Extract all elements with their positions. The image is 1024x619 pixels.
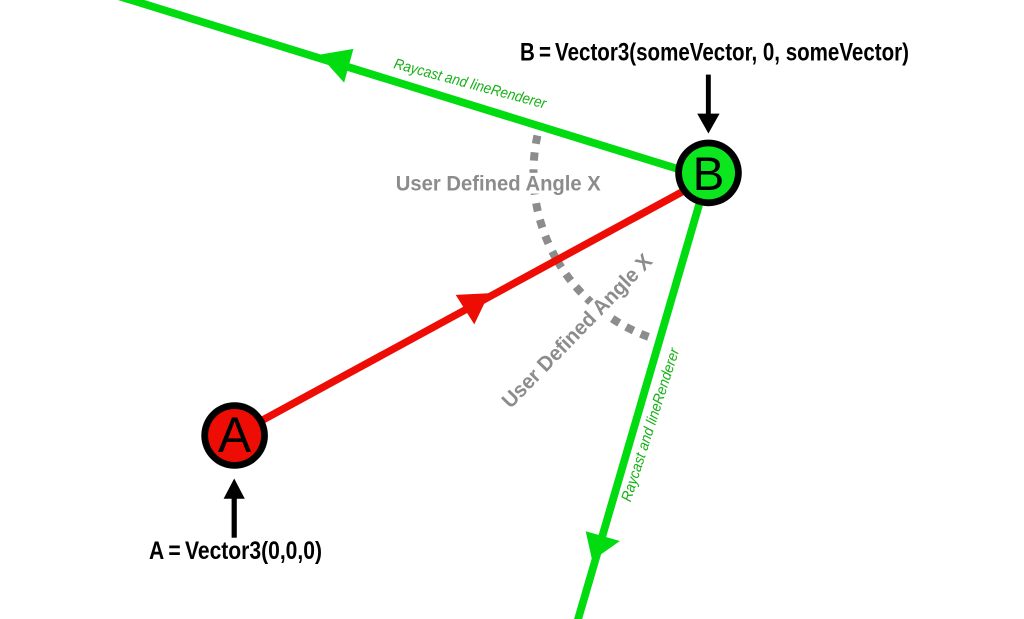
svg-text:User Defined Angle X: User Defined Angle X (396, 173, 601, 196)
svg-text:B = Vector3(someVector, 0, som: B = Vector3(someVector, 0, someVector) (520, 40, 909, 67)
svg-text:B: B (693, 148, 725, 201)
svg-text:A = Vector3(0,0,0): A = Vector3(0,0,0) (149, 538, 322, 565)
svg-text:A: A (218, 407, 252, 463)
